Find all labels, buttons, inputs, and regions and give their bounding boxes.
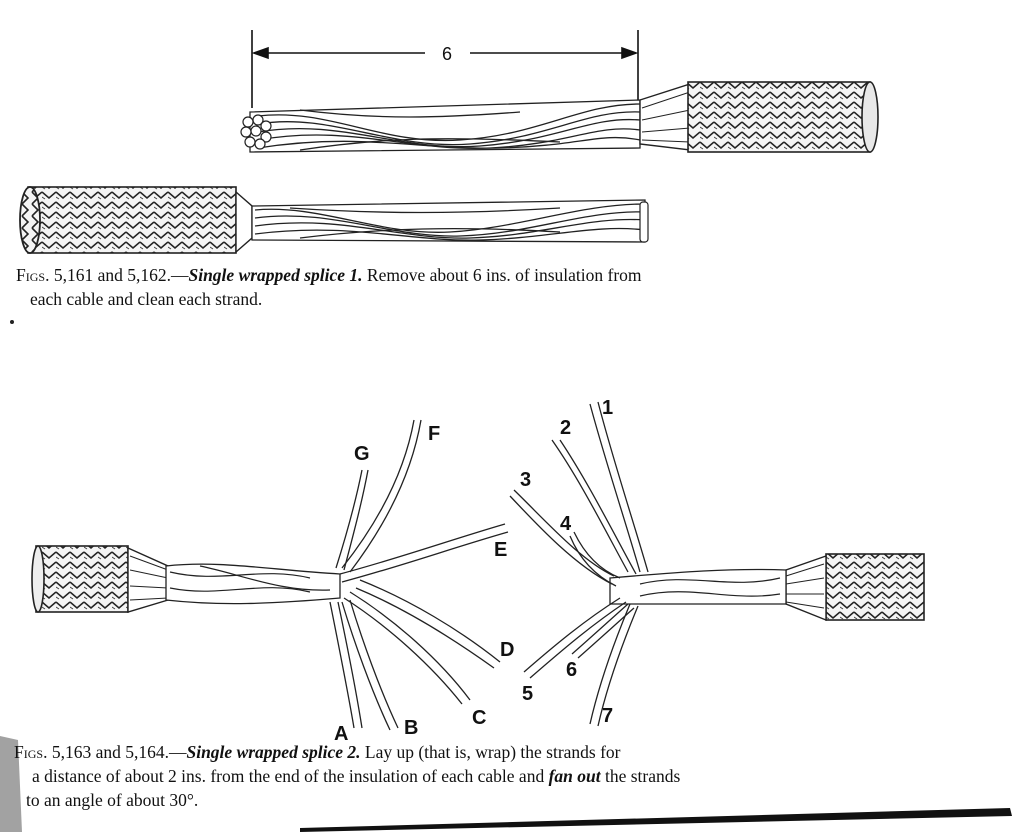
- scan-artifacts: [0, 320, 1012, 832]
- strand-label-6: 6: [566, 659, 577, 681]
- cable-top: [240, 81, 879, 153]
- strand-label-a: A: [334, 723, 348, 745]
- cable-right-fanned: [509, 401, 925, 727]
- caption-figs-5161-5162: Figs. 5,161 and 5,162.—Single wrapped sp…: [16, 263, 946, 311]
- strand-label-g: G: [354, 443, 370, 465]
- left-strand-labels: A B C D E F G: [334, 423, 514, 745]
- strand-label-c: C: [472, 707, 486, 729]
- caption1-title: Single wrapped splice 1.: [188, 265, 363, 285]
- caption2-text-b: a distance of about 2 ins. from the end …: [32, 766, 549, 786]
- cable-bottom: [19, 186, 649, 254]
- strand-label-1: 1: [602, 397, 613, 419]
- caption2-text-e: to an angle of about 30°.: [26, 790, 199, 810]
- caption1-text-line2: each cable and clean each strand.: [30, 289, 263, 309]
- dimension-label: 6: [442, 44, 452, 64]
- strand-label-2: 2: [560, 417, 571, 439]
- caption-figs-5163-5164: Figs. 5,163 and 5,164.—Single wrapped sp…: [14, 740, 1004, 812]
- strand-label-5: 5: [522, 683, 533, 705]
- caption1-numbers: 5,161 and 5,162.—: [49, 265, 189, 285]
- cable-left-fanned: [31, 419, 509, 731]
- strand-label-b: B: [404, 717, 418, 739]
- strand-label-e: E: [494, 539, 507, 561]
- caption2-figs: Figs.: [14, 742, 48, 762]
- strand-label-f: F: [428, 423, 440, 445]
- right-strand-labels: 1 2 3 4 5 6 7: [520, 397, 613, 727]
- caption2-numbers: 5,163 and 5,164.—: [47, 742, 187, 762]
- strand-label-3: 3: [520, 469, 531, 491]
- strand-label-d: D: [500, 639, 514, 661]
- caption1-figs: Figs.: [16, 265, 50, 285]
- caption2-fan-out: fan out: [548, 766, 601, 786]
- caption2-title: Single wrapped splice 2.: [186, 742, 361, 762]
- dimension-line: [251, 30, 639, 108]
- strand-label-7: 7: [602, 705, 613, 727]
- caption2-text-d: the strands: [600, 766, 681, 786]
- strand-label-4: 4: [560, 513, 572, 535]
- caption1-text-line1: Remove about 6 ins. of insulation from: [362, 265, 642, 285]
- caption2-text-a: Lay up (that is, wrap) the strands for: [360, 742, 621, 762]
